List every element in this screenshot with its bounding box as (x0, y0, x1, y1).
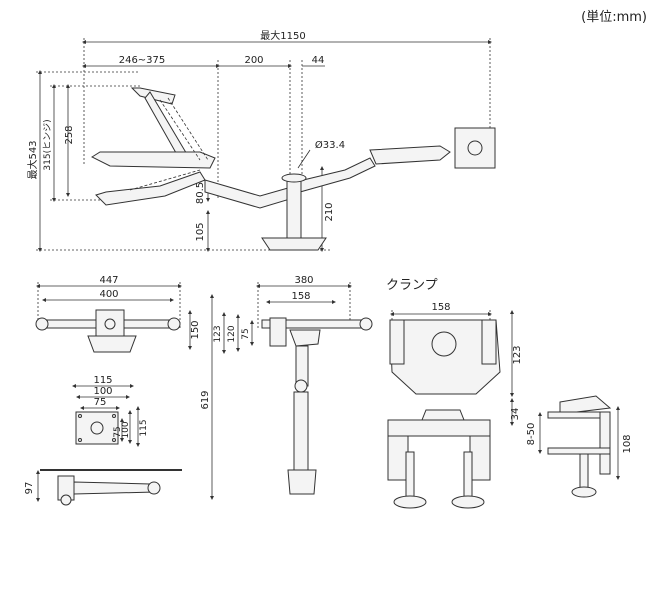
label-side-158: 158 (291, 291, 310, 302)
clamp-front-view (387, 398, 514, 509)
label-pole-dia: Ø33.4 (315, 139, 345, 151)
label-vesa-h75: 75 (113, 426, 123, 437)
label-400: 400 (99, 289, 118, 300)
clamp-section-title: クランプ (386, 278, 438, 293)
label-105: 105 (195, 222, 206, 241)
label-hinge: 315(ヒンジ) (42, 119, 53, 170)
label-vesa-115: 115 (93, 375, 112, 386)
label-97: 97 (24, 482, 35, 495)
label-side-120: 120 (227, 325, 237, 342)
label-side-75: 75 (241, 328, 251, 339)
label-max-height: 最大543 (26, 140, 39, 179)
front-view (35, 282, 192, 353)
label-clamp-108: 108 (622, 434, 633, 453)
label-210: 210 (324, 202, 335, 221)
label-clamp-34: 34 (510, 408, 521, 421)
label-447: 447 (99, 275, 118, 286)
label-side-123: 123 (213, 325, 223, 342)
label-vesa-100: 100 (93, 386, 112, 397)
label-vesa-75: 75 (94, 397, 107, 408)
top-view (36, 38, 496, 252)
label-380: 380 (294, 275, 313, 286)
label-clamp-158: 158 (431, 302, 450, 313)
label-reach: 246~375 (119, 55, 166, 66)
label-200: 200 (244, 55, 263, 66)
clamp-top-view (389, 310, 514, 397)
clamp-side-view (538, 395, 620, 498)
label-150: 150 (190, 320, 201, 339)
side-view (210, 282, 373, 500)
label-clamp-123: 123 (512, 345, 523, 364)
label-vesa-h115: 115 (139, 419, 149, 436)
vesa-plate-view (72, 384, 140, 447)
label-619: 619 (200, 390, 211, 409)
label-44: 44 (312, 55, 325, 66)
unit-label: (単位:mm) (581, 10, 647, 25)
label-max-width: 最大1150 (260, 29, 305, 42)
bottom-view (36, 469, 182, 506)
label-clamp-range: 8-50 (526, 423, 537, 446)
label-80-5: 80.5 (195, 182, 206, 204)
label-258: 258 (64, 125, 75, 144)
label-vesa-h100: 100 (121, 421, 131, 438)
